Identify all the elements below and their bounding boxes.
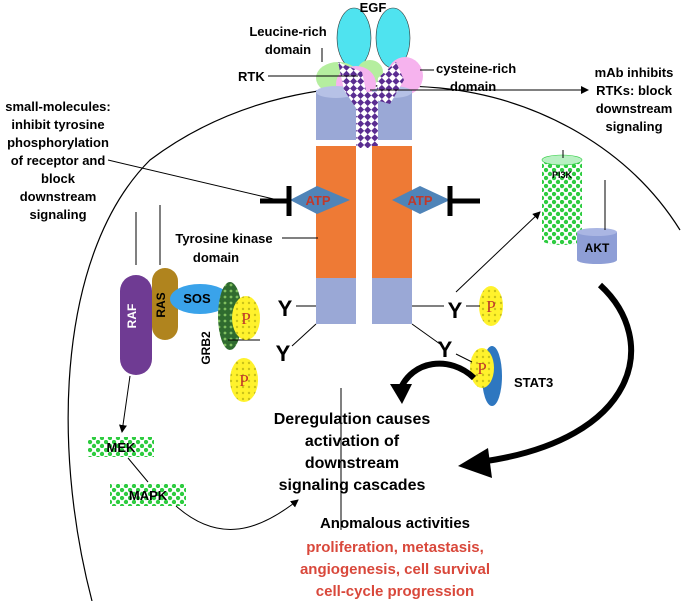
y-to-p-stat3 (455, 353, 473, 363)
pi3k-cylinder-bottom (542, 235, 582, 245)
stat3-curved-arrow (397, 360, 477, 392)
deregulation-line-2: activation of (305, 433, 400, 450)
pi3k-cylinder-body (542, 160, 582, 240)
p-label-lower-left: P (239, 371, 248, 390)
mapk-box (110, 484, 186, 506)
atp-label-right: ATP (407, 193, 432, 208)
mek-to-mapk-line (127, 457, 149, 483)
tk-domain-label-2: domain (193, 250, 239, 265)
mek-box (88, 437, 154, 457)
atp-site-left (290, 186, 350, 214)
y-site-lower-right: Y (438, 337, 453, 362)
ras-label: RAS (154, 292, 168, 317)
deregulation-line-4: signaling cascades (279, 477, 426, 494)
small-molecules-label-2: inhibit tyrosine (11, 117, 104, 132)
receptor-ctail-right (372, 278, 412, 324)
y-link-lower-left (291, 323, 317, 347)
small-molecules-label-6: downstream (20, 189, 97, 204)
akt-cylinder-top (577, 228, 617, 236)
stat3-label: STAT3 (514, 375, 553, 390)
raf-to-mek-arrow (119, 375, 131, 433)
small-molecules-label-7: signaling (29, 207, 86, 222)
outcome-line-1: proliferation, metastasis, (306, 539, 484, 556)
akt-cylinder-body (577, 232, 617, 260)
rtk-label: RTK (238, 69, 265, 84)
kinase-domain-right (372, 146, 412, 278)
y-site-upper-left: Y (278, 296, 293, 321)
outcome-line-3: cell-cycle progression (316, 583, 474, 600)
small-molecules-label-3: phosphorylation (7, 135, 109, 150)
dimer-arm-right (376, 62, 404, 104)
leucine-rich-label-2: domain (265, 42, 311, 57)
phospho-right (479, 286, 503, 326)
pi3k-cylinder-top (541, 154, 583, 166)
akt-curved-arrow (479, 282, 635, 465)
p-label-right: P (486, 297, 495, 316)
ras-protein (152, 268, 178, 340)
mab-label-3: downstream (596, 101, 673, 116)
mab-label-4: signaling (605, 119, 662, 134)
akt-cylinder-bottom (577, 256, 617, 264)
atp-label-left: ATP (305, 193, 330, 208)
outcome-line-2: angiogenesis, cell survival (300, 561, 490, 578)
deregulation-line-3: downstream (305, 455, 399, 472)
stat3-arrowhead (390, 384, 412, 404)
sos-protein (170, 284, 230, 314)
kinase-domain-left (316, 146, 356, 278)
y-link-lower-right (411, 323, 441, 345)
anomalous-title: Anomalous activities (320, 515, 470, 532)
p-label-grb2: P (241, 309, 250, 328)
leucine-rich-label-1: Leucine-rich (249, 24, 326, 39)
small-molecules-label-5: block (41, 171, 76, 186)
y-site-lower-left: Y (276, 341, 291, 366)
small-molecules-label-4: of receptor and (11, 153, 106, 168)
egf-ligand-left (336, 7, 372, 69)
phospho-stat3 (470, 348, 494, 388)
receptor-ctail-left (316, 278, 356, 324)
mapk-label: MAPK (129, 488, 168, 503)
atp-site-right (392, 186, 450, 214)
tk-domain-label-1: Tyrosine kinase (175, 231, 272, 246)
mab-label-1: mAb inhibits (595, 65, 674, 80)
pi3k-label: PI3K (552, 170, 573, 180)
raf-protein (120, 275, 152, 375)
y-to-pi3k-arrow (455, 211, 541, 293)
mapk-to-cascade-arrow (175, 499, 299, 530)
akt-label: AKT (585, 241, 610, 255)
egf-label: EGF (360, 0, 387, 15)
mab-label-2: RTKs: block (596, 83, 673, 98)
y-site-upper-right: Y (448, 298, 463, 323)
receptor-juxta-left (316, 90, 356, 140)
deregulation-line-1: Deregulation causes (274, 411, 431, 428)
phospho-grb2 (232, 296, 260, 340)
phospho-lower-left (230, 358, 258, 402)
grb2-label: GRB2 (199, 331, 213, 365)
sos-label: SOS (183, 291, 211, 306)
small-molecules-pointer (107, 159, 283, 202)
dimer-stem (356, 92, 378, 148)
small-molecules-label-1: small-molecules: (5, 99, 111, 114)
cell-membrane (67, 85, 681, 601)
akt-arrowhead (458, 448, 492, 478)
mek-label: MEK (107, 440, 137, 455)
p-label-stat3: P (477, 359, 486, 378)
raf-label: RAF (125, 304, 139, 329)
cysteine-rich-label-2: domain (450, 79, 496, 94)
cysteine-rich-label-1: cysteine-rich (436, 61, 516, 76)
